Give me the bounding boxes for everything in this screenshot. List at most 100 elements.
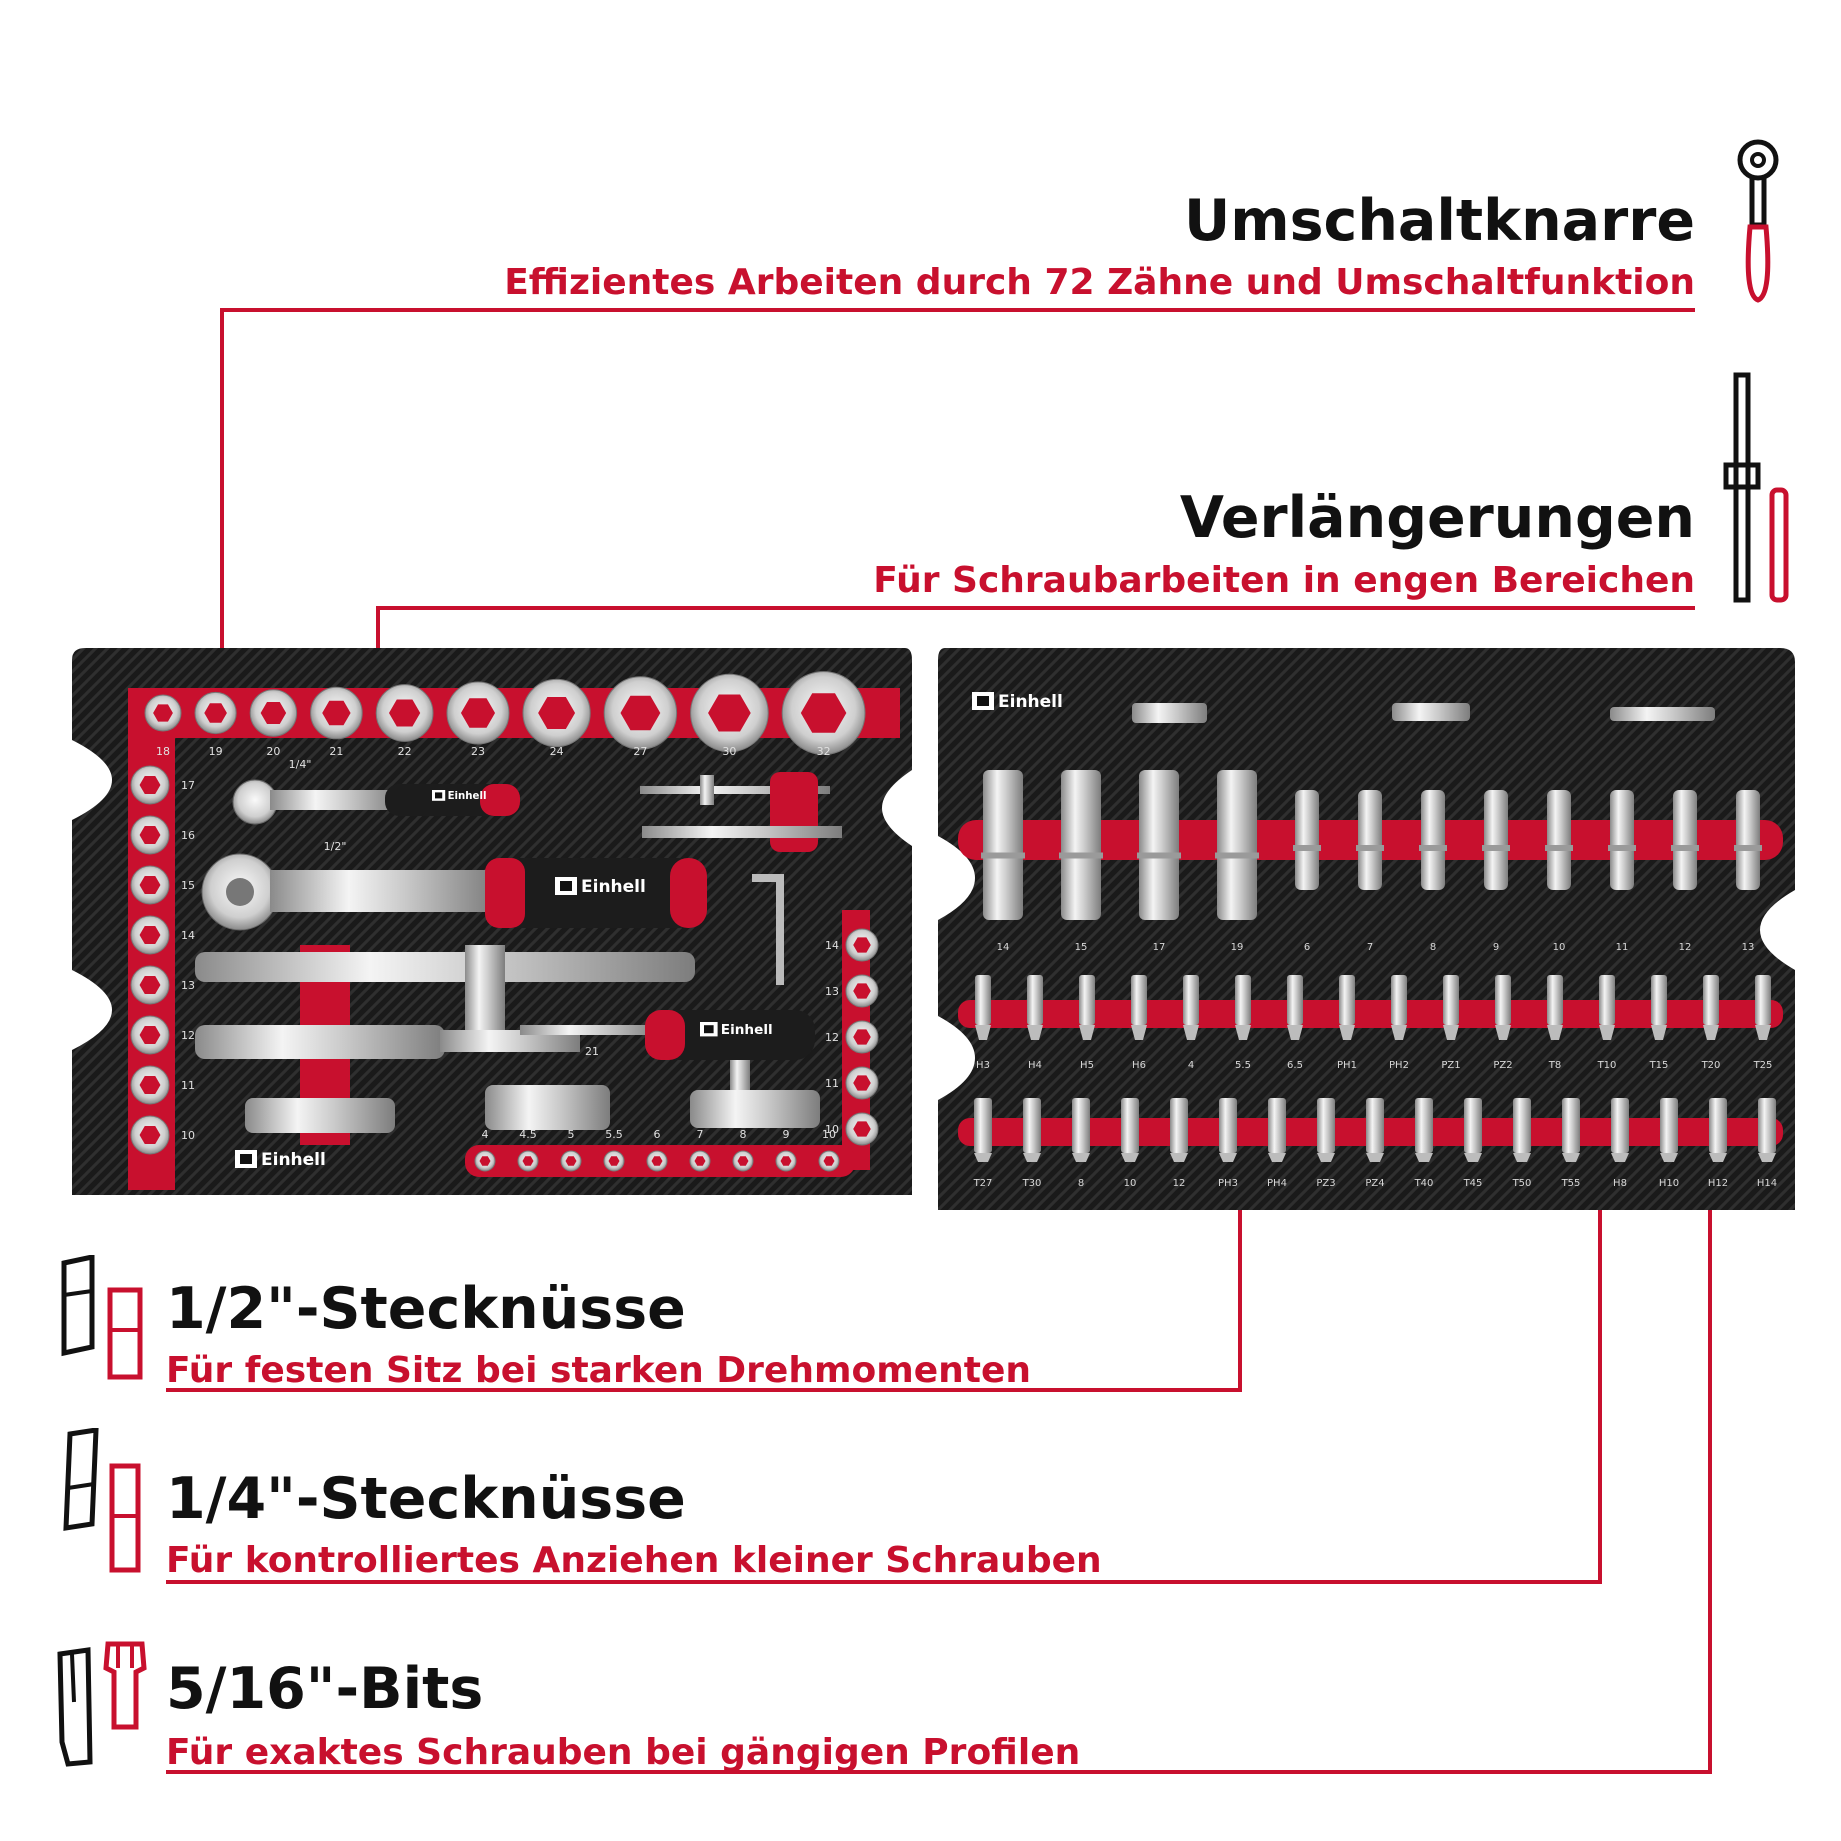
deep-socket-ring bbox=[1545, 845, 1573, 851]
deep-socket-ring bbox=[1356, 845, 1384, 851]
bit-size-label: H14 bbox=[1757, 1178, 1777, 1189]
bit-tip bbox=[1317, 1153, 1335, 1162]
socket-size-label: 10 bbox=[181, 1129, 195, 1142]
spinner-handle bbox=[645, 1010, 815, 1060]
socket-size-label: 24 bbox=[550, 745, 564, 758]
universal-joint bbox=[245, 1098, 395, 1133]
socket-hex-opening bbox=[853, 983, 871, 999]
allen-key bbox=[752, 874, 784, 985]
bit bbox=[1611, 1098, 1629, 1153]
bit-size-label: PH1 bbox=[1337, 1060, 1357, 1071]
bit-tip bbox=[1703, 1025, 1719, 1040]
bit bbox=[1072, 1098, 1090, 1153]
bit-size-label: T15 bbox=[1649, 1060, 1669, 1071]
bit-tip bbox=[1023, 1153, 1041, 1162]
socket-size-label: 13 bbox=[1742, 942, 1755, 953]
socket-hex-opening bbox=[139, 775, 161, 795]
bit-icon bbox=[57, 1641, 147, 1767]
socket-hex-opening bbox=[853, 1029, 871, 1045]
bit-tip bbox=[1651, 1025, 1667, 1040]
bit-size-label: PZ1 bbox=[1441, 1060, 1460, 1071]
universal-joint bbox=[1392, 703, 1470, 721]
socket-size-label: 19 bbox=[1231, 942, 1244, 953]
quarter-sockets-title: 1/4"-Stecknüsse bbox=[166, 1466, 686, 1532]
bit bbox=[1023, 1098, 1041, 1153]
socket-hex-opening bbox=[651, 1156, 663, 1166]
bit bbox=[1464, 1098, 1482, 1153]
bit-tip bbox=[1755, 1025, 1771, 1040]
bit bbox=[1562, 1098, 1580, 1153]
bit-tip bbox=[1464, 1153, 1482, 1162]
bit-tip bbox=[1170, 1153, 1188, 1162]
brand-name: Einhell bbox=[721, 1022, 773, 1038]
brand-name: Einhell bbox=[998, 692, 1063, 712]
spinner-grip bbox=[645, 1010, 685, 1060]
extension-bar-shaft bbox=[440, 1030, 580, 1052]
brand-logo: Einhell bbox=[555, 877, 646, 897]
socket-size-label: 9 bbox=[783, 1128, 790, 1141]
half-sockets-title: 1/2"-Stecknüsse bbox=[166, 1276, 686, 1342]
socket-hex-opening bbox=[565, 1156, 577, 1166]
bit-size-label: PZ4 bbox=[1365, 1178, 1384, 1189]
bit bbox=[1703, 975, 1719, 1025]
bit-tip bbox=[1235, 1025, 1251, 1040]
bit bbox=[1709, 1098, 1727, 1153]
socket-size-label: 30 bbox=[722, 745, 736, 758]
socket-size-label: 5 bbox=[568, 1128, 575, 1141]
bit-tip bbox=[1121, 1153, 1139, 1162]
socket-size-label: 14 bbox=[997, 942, 1010, 953]
socket-hex-opening bbox=[322, 700, 351, 726]
small-t-bar-head bbox=[700, 775, 714, 805]
bit-tip bbox=[1079, 1025, 1095, 1040]
socket-hex-opening bbox=[139, 1025, 161, 1045]
socket-size-label: 7 bbox=[697, 1128, 704, 1141]
large-ratchet-neck bbox=[270, 870, 495, 912]
socket-hex-opening bbox=[780, 1156, 792, 1166]
socket-hex-opening bbox=[139, 875, 161, 895]
bit-tip bbox=[1072, 1153, 1090, 1162]
deep-socket bbox=[1421, 790, 1445, 890]
bit-size-label: PZ3 bbox=[1316, 1178, 1335, 1189]
socket-hex-opening bbox=[853, 1075, 871, 1091]
socket-size-label: 8 bbox=[740, 1128, 747, 1141]
bit-tip bbox=[1709, 1153, 1727, 1162]
brand-logo: Einhell bbox=[235, 1150, 326, 1170]
socket-size-label: 20 bbox=[266, 745, 280, 758]
socket-hex-opening bbox=[620, 695, 661, 731]
deep-socket bbox=[1484, 790, 1508, 890]
extensions-title: Verlängerungen bbox=[1179, 485, 1695, 551]
bit-size-label: 4 bbox=[1188, 1060, 1194, 1071]
socket-hex-opening bbox=[139, 925, 161, 945]
deep-socket bbox=[1061, 770, 1101, 920]
socket-size-label: 12 bbox=[825, 1031, 839, 1044]
deep-socket bbox=[1610, 790, 1634, 890]
brand-logo-mark-inner bbox=[977, 696, 989, 706]
bit bbox=[1651, 975, 1667, 1025]
socket-hex-opening bbox=[460, 698, 496, 728]
socket-size-label: 12 bbox=[1679, 942, 1692, 953]
deep-socket bbox=[983, 770, 1023, 920]
ratchet-subtitle: Effizientes Arbeiten durch 72 Zähne und … bbox=[504, 262, 1695, 303]
bit-tip bbox=[974, 1153, 992, 1162]
socket-size-label: 21 bbox=[329, 745, 343, 758]
socket-size-label: 9 bbox=[1493, 942, 1499, 953]
bit-size-label: PH2 bbox=[1389, 1060, 1409, 1071]
brand-name: Einhell bbox=[581, 877, 646, 897]
adapter bbox=[690, 1090, 820, 1128]
socket-size-label: 17 bbox=[1153, 942, 1166, 953]
deep-socket-ring bbox=[1482, 845, 1510, 851]
brand-logo: Einhell bbox=[700, 1022, 773, 1038]
bit-size-label: H8 bbox=[1613, 1178, 1627, 1189]
bit-size-label: H10 bbox=[1659, 1178, 1679, 1189]
bit-size-label: H3 bbox=[976, 1060, 990, 1071]
socket-hex-opening bbox=[139, 975, 161, 995]
deep-socket-ring bbox=[981, 852, 1025, 859]
socket-size-label: 15 bbox=[1075, 942, 1088, 953]
socket-hex-opening bbox=[139, 1125, 161, 1145]
brand-logo: Einhell bbox=[432, 790, 486, 802]
socket-size-label: 13 bbox=[825, 985, 839, 998]
bit bbox=[1287, 975, 1303, 1025]
bit bbox=[1443, 975, 1459, 1025]
bit bbox=[1547, 975, 1563, 1025]
sliding-t-bar bbox=[195, 952, 695, 982]
